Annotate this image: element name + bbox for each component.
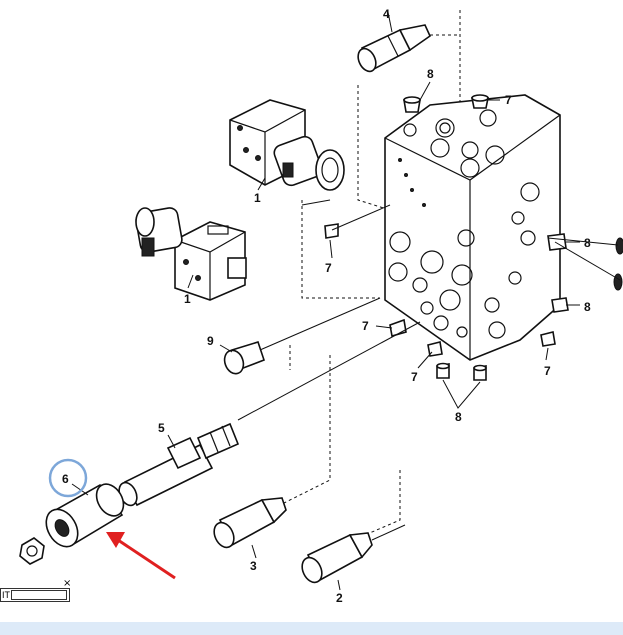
callout-2: 2	[336, 591, 343, 605]
spool-valve-5	[118, 422, 240, 507]
cartridge-valve-3	[213, 497, 287, 549]
mini-toolbar: IT ×	[0, 578, 71, 602]
toolbar-input-field[interactable]	[11, 590, 67, 600]
nut	[19, 537, 45, 565]
callout-7-top: 7	[505, 93, 512, 107]
callout-8-right-upper: 8	[584, 236, 591, 250]
valve-block	[384, 94, 561, 361]
bottom-bar	[0, 622, 623, 635]
callout-7-bottom: 7	[411, 370, 418, 384]
callout-1-upper: 1	[254, 191, 261, 205]
solenoid-valve-upper	[229, 99, 345, 191]
callout-8-top: 8	[427, 67, 434, 81]
plug-9	[223, 341, 266, 375]
callout-8-right-lower: 8	[584, 300, 591, 314]
callout-labels: 4 8 7 1 7 1 8 8 7 9 7 7 8 5 6 3 2	[62, 7, 591, 605]
callout-7-mid: 7	[362, 319, 369, 333]
toolbar-label: IT	[2, 590, 10, 600]
callout-4: 4	[383, 7, 390, 21]
callout-8-bottom: 8	[455, 410, 462, 424]
callout-5: 5	[158, 421, 165, 435]
close-icon[interactable]: ×	[63, 578, 72, 589]
callout-1-lower: 1	[184, 292, 191, 306]
callout-3: 3	[250, 559, 257, 573]
callout-6: 6	[62, 472, 69, 486]
cartridge-valve-4	[357, 24, 432, 73]
highlight-circle	[48, 458, 88, 498]
leader-lines	[71, 11, 621, 591]
solenoid-valve-lower	[135, 207, 247, 301]
cartridge-valve-2	[301, 532, 373, 584]
callout-7-right: 7	[544, 364, 551, 378]
red-arrow	[106, 532, 176, 580]
coil-6	[45, 483, 125, 548]
callout-9: 9	[207, 334, 214, 348]
callout-7-left: 7	[325, 261, 332, 275]
